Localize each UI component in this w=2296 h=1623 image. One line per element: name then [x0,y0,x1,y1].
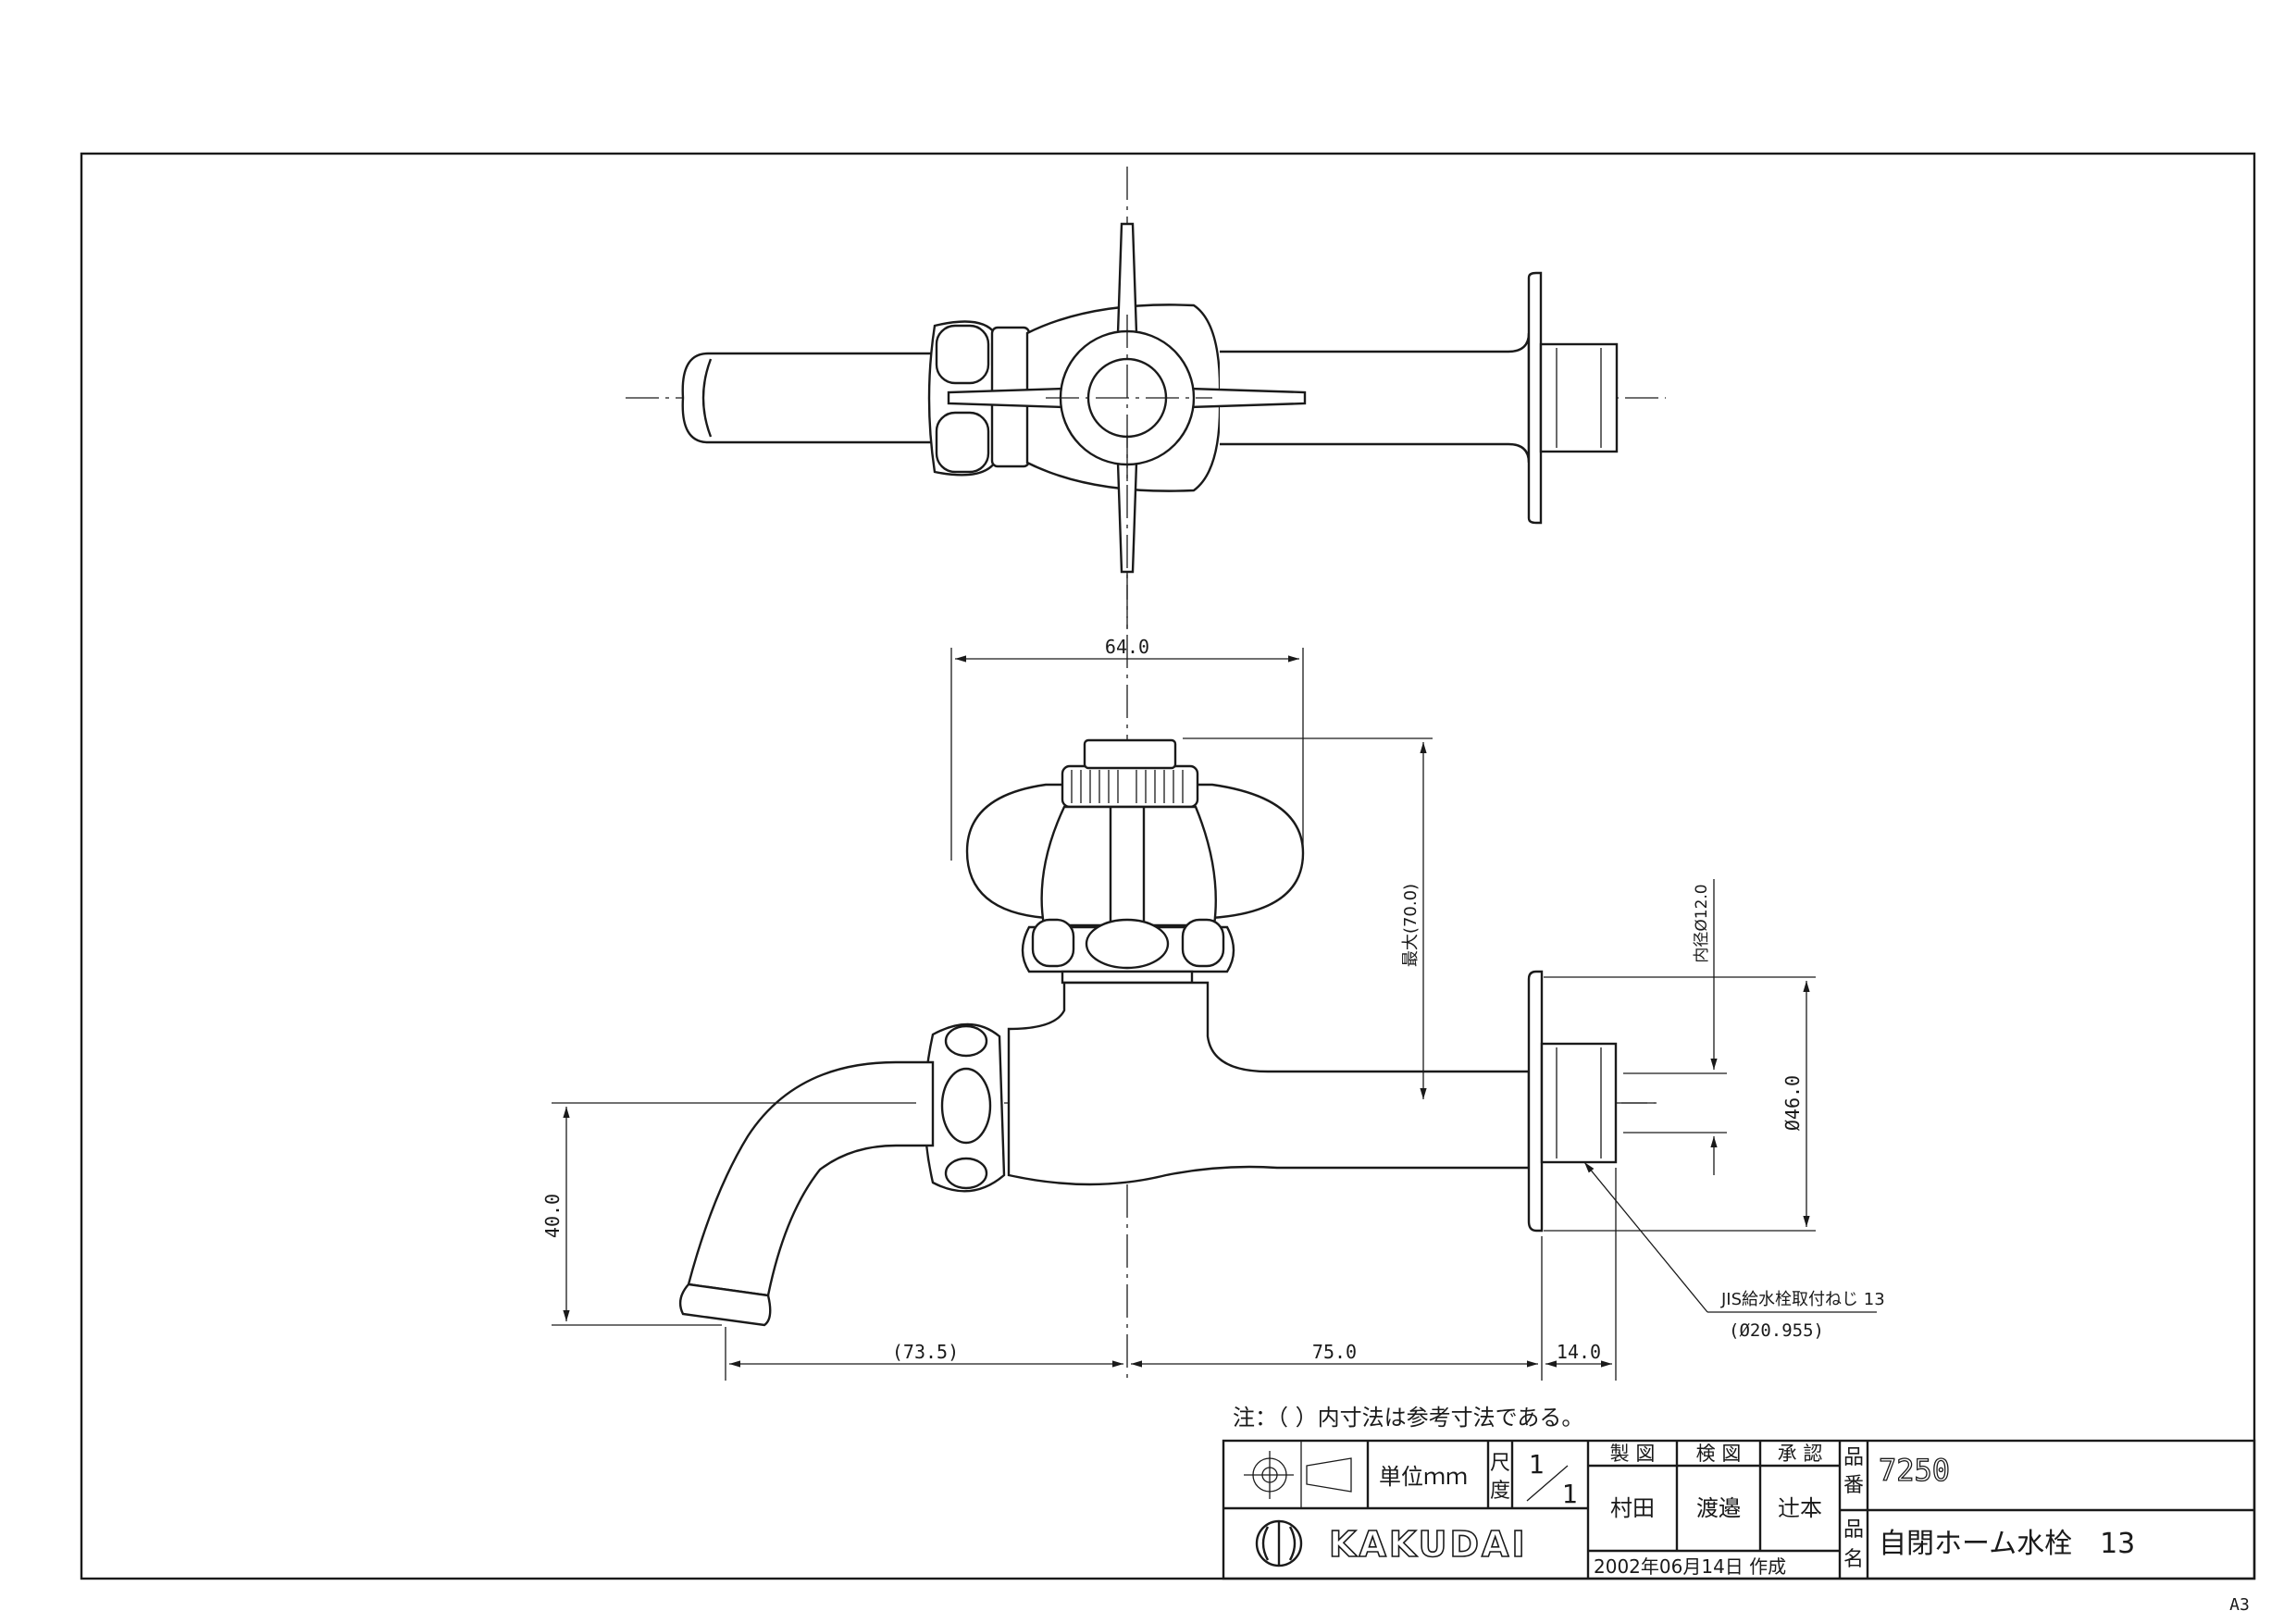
scale-denominator: 1 [1562,1479,1578,1509]
unit-label: 単位ｍｍ [1379,1464,1468,1490]
logo-text: KAKUDAI [1329,1524,1528,1565]
drawing-border [80,152,2256,1580]
dim-body-length: 75.0 [1312,1341,1357,1363]
name-approved: 辻本 [1778,1495,1822,1521]
front-view [678,435,1658,1379]
dim-drop-height: 40.0 [541,1194,564,1238]
part-number: 7250 [1879,1453,1950,1488]
part-no-label-top: 品 [1843,1446,1864,1469]
kakudai-logo-icon [1255,1519,1303,1567]
role-checked: 検 図 [1696,1443,1742,1465]
role-approved: 承 認 [1778,1443,1823,1465]
dim-outer-diameter: Ø46.0 [1781,1075,1804,1131]
sheet-size: A3 [2229,1595,2250,1615]
knurl-lines [1071,770,1184,803]
top-view [626,167,1666,629]
scale-fraction [1526,1465,1569,1502]
dim-spout-reach: (73.5) [892,1341,959,1363]
dim-max-height: 最大(70.0) [1401,884,1421,967]
reference-note: 注：（ ）内寸法は参考寸法である。 [1233,1405,1583,1431]
title-block [1222,1439,2256,1580]
dim-top-width: 64.0 [1105,636,1149,658]
projection-symbol-icon [1244,1451,1352,1499]
dim-thread-length: 14.0 [1557,1341,1601,1363]
part-name: 自閉ホーム水栓 13 [1879,1528,2135,1560]
creation-date: 2002年06月14日 作成 [1594,1555,1786,1578]
callout-thread-size: (Ø20.955) [1729,1320,1824,1341]
scale-numerator: 1 [1529,1449,1545,1480]
scale-label-bottom: 度 [1490,1480,1510,1503]
part-no-label-bottom: 番 [1843,1474,1864,1497]
dim-inner-diameter: 内径Ø12.0 [1693,884,1711,962]
scale-label-top: 尺 [1490,1452,1510,1475]
part-name-label-top: 品 [1843,1518,1864,1542]
callout-thread-label: JIS給水栓取付ねじ 13 [1720,1290,1885,1309]
part-name-label-bottom: 名 [1843,1548,1864,1571]
name-checked: 渡邉 [1696,1495,1741,1521]
name-drawn: 村田 [1610,1495,1655,1521]
role-drawn: 製 図 [1610,1443,1656,1465]
dimension-lines [552,648,1877,1381]
